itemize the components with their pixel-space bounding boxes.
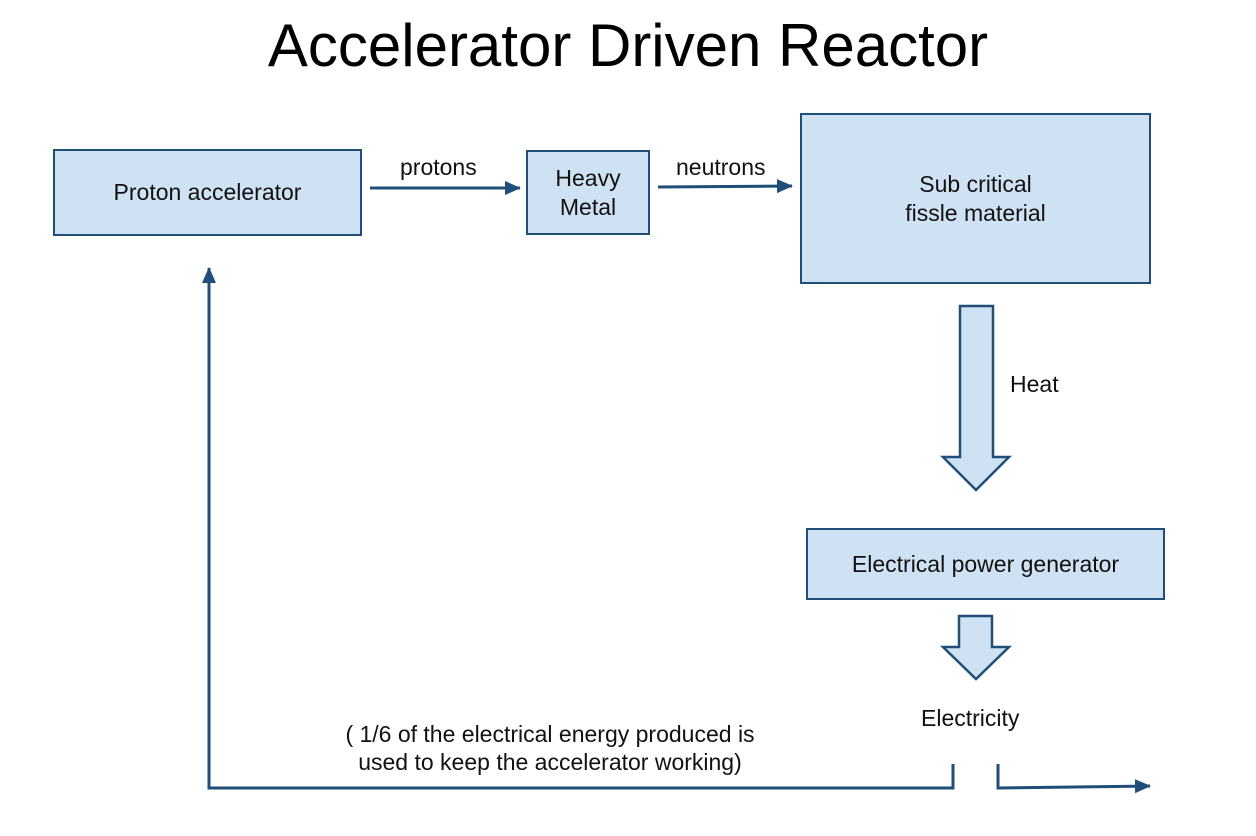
- feedback-note: ( 1/6 of the electrical energy produced …: [300, 720, 800, 776]
- proton-accelerator-label: Proton accelerator: [113, 179, 302, 205]
- heat-arrow: [939, 304, 1013, 492]
- electricity-label: Electricity: [921, 705, 1020, 731]
- output-arrow: [996, 764, 1151, 794]
- sub-critical-box: Sub critical fissle material: [800, 113, 1151, 284]
- neutrons-label: neutrons: [676, 154, 766, 180]
- sub-critical-label-line2: fissle material: [905, 199, 1046, 226]
- protons-label: protons: [400, 154, 477, 180]
- sub-critical-label-line1: Sub critical: [919, 170, 1032, 197]
- feedback-arrow: [202, 267, 955, 790]
- heavy-metal-box: Heavy Metal: [526, 150, 650, 235]
- neutrons-arrow: [657, 179, 793, 194]
- diagram-title: Accelerator Driven Reactor: [267, 12, 989, 79]
- feedback-note-line1: ( 1/6 of the electrical energy produced …: [345, 721, 755, 747]
- feedback-note-line2: used to keep the accelerator working): [358, 749, 742, 775]
- heavy-metal-label-line2: Metal: [559, 193, 617, 220]
- generator-label: Electrical power generator: [851, 550, 1120, 577]
- heavy-metal-label-line1: Heavy: [555, 164, 621, 191]
- heat-label: Heat: [1010, 371, 1059, 397]
- proton-accelerator-box: Proton accelerator: [53, 149, 362, 236]
- electricity-arrow: [939, 614, 1013, 681]
- generator-box: Electrical power generator: [806, 528, 1165, 600]
